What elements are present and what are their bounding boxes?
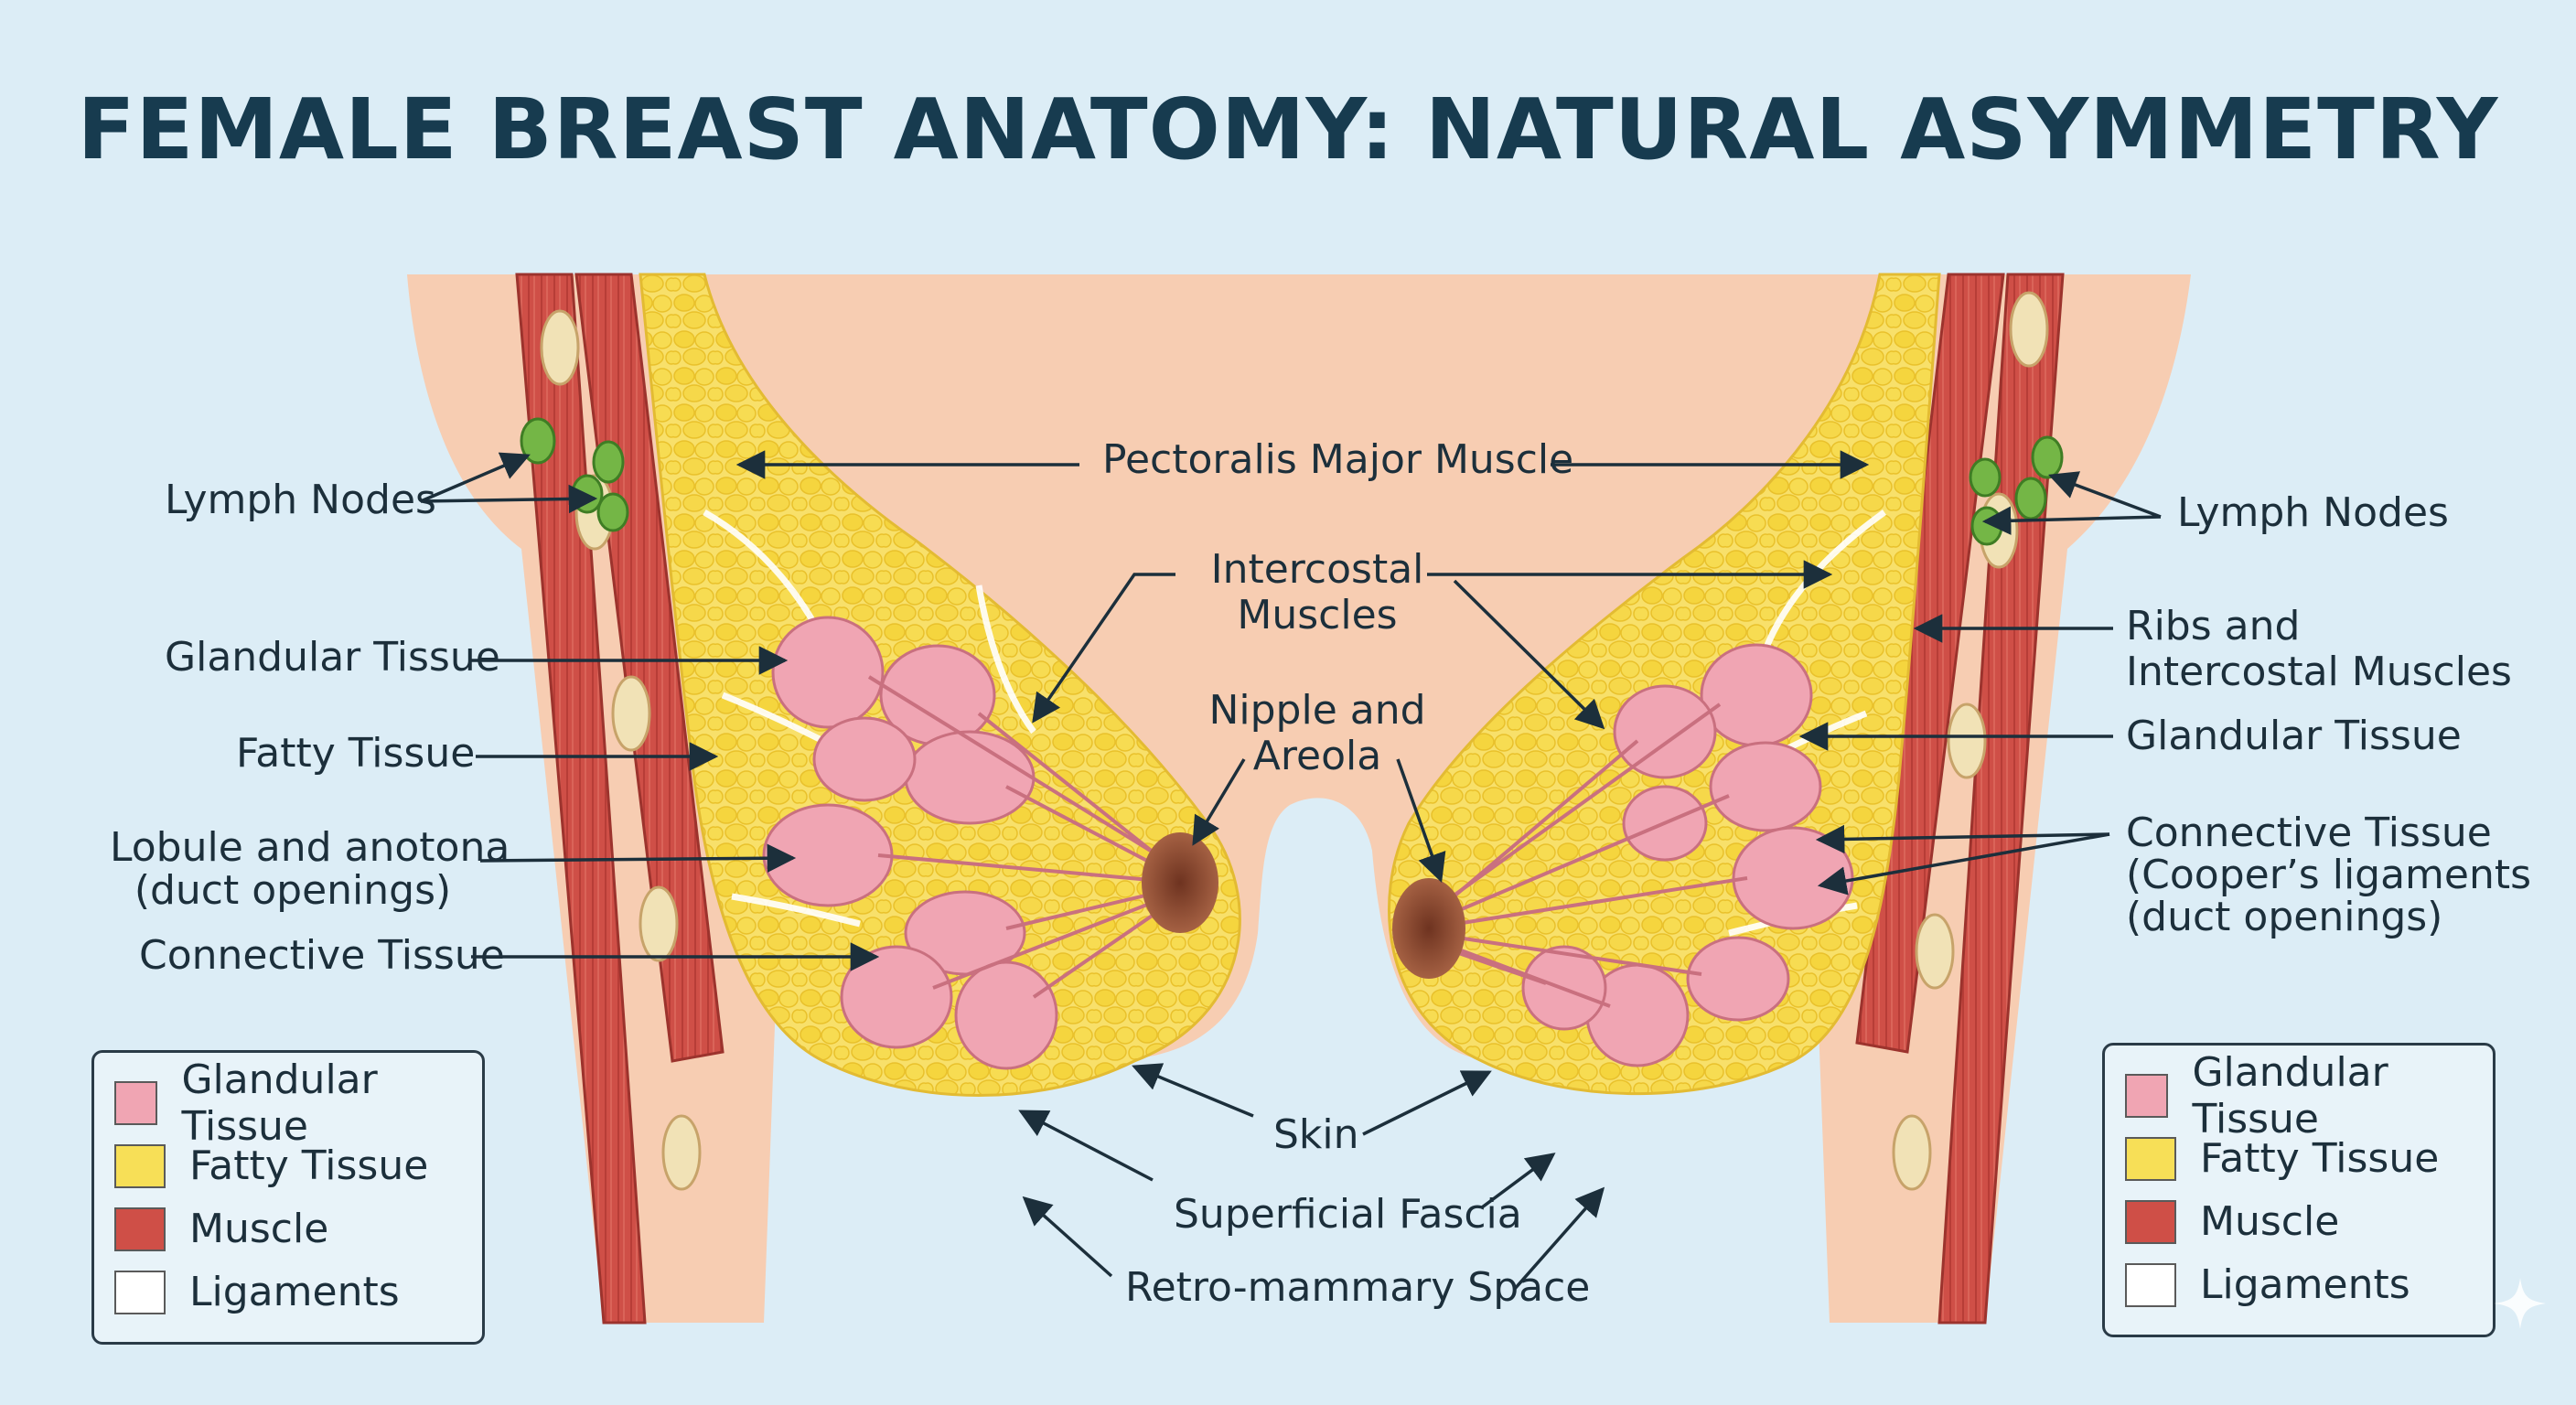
label-right-connective-line3: (duct openings) (2126, 894, 2443, 940)
label-intercostal-line1: Intercostal (1210, 546, 1424, 593)
label-intercostal-line2: Muscles (1237, 592, 1398, 638)
legend-left: Glandular Tissue Fatty Tissue Muscle Lig… (91, 1050, 485, 1345)
sparkle-icon (2495, 1278, 2546, 1329)
label-nipple-line1: Nipple and (1208, 687, 1426, 734)
legend-left-label: Fatty Tissue (189, 1142, 429, 1189)
legend-right: Glandular Tissue Fatty Tissue Muscle Lig… (2102, 1043, 2496, 1337)
label-skin: Skin (1273, 1111, 1359, 1158)
right-nipple (1392, 878, 1465, 979)
label-left-lobule: Lobule and anotona (duct openings) (110, 824, 510, 914)
legend-right-item: Glandular Tissue (2125, 1049, 2473, 1142)
right-glandular-lobes (1521, 643, 1854, 1067)
leader-lines (420, 450, 2162, 1292)
legend-left-swatch-fatty (114, 1143, 166, 1188)
legend-right-label: Glandular Tissue (2192, 1048, 2388, 1142)
label-superficial-fascia: Superficial Fascia (1174, 1191, 1522, 1238)
legend-right-item: Fatty Tissue (2125, 1127, 2473, 1190)
legend-left-swatch-muscle (114, 1207, 166, 1251)
legend-right-swatch-muscle (2125, 1199, 2176, 1244)
legend-left-swatch-glandular (114, 1080, 158, 1125)
label-left-lymph-nodes: Lymph Nodes (165, 477, 436, 523)
legend-left-label: Muscle (189, 1206, 329, 1252)
legend-right-swatch-glandular (2125, 1073, 2169, 1118)
label-right-ribs-line1: Ribs and (2126, 603, 2301, 649)
label-right-connective-line1: Connective Tissue (2126, 810, 2492, 856)
label-right-lymph-nodes: Lymph Nodes (2177, 489, 2449, 536)
legend-left-label: Ligaments (189, 1269, 400, 1315)
label-right-ribs: Ribs and Intercostal Muscles (2126, 604, 2512, 695)
legend-left-item: Glandular Tissue (114, 1056, 462, 1150)
label-nipple-areola: Nipple and Areola (1180, 688, 1454, 779)
label-left-connective: Connective Tissue (139, 932, 505, 979)
legend-left-label: Glandular Tissue (181, 1056, 378, 1150)
label-pectoralis: Pectoralis Major Muscle (1102, 436, 1574, 483)
label-right-ribs-line2: Intercostal Muscles (2126, 649, 2512, 695)
legend-right-swatch-fatty (2125, 1136, 2176, 1181)
legend-left-item: Ligaments (114, 1260, 462, 1324)
label-left-lobule-line2: (duct openings) (134, 867, 452, 914)
label-left-fatty: Fatty Tissue (236, 730, 476, 777)
label-left-glandular: Glandular Tissue (165, 634, 500, 681)
legend-right-swatch-ligaments (2125, 1262, 2176, 1307)
label-right-glandular: Glandular Tissue (2126, 713, 2462, 759)
legend-right-item: Muscle (2125, 1190, 2473, 1253)
label-retro-mammary: Retro-mammary Space (1125, 1264, 1591, 1311)
left-nipple (1142, 832, 1218, 933)
legend-left-item: Fatty Tissue (114, 1134, 462, 1197)
label-right-connective-line2: (Cooper’s ligaments (2126, 852, 2532, 898)
legend-left-item: Muscle (114, 1197, 462, 1260)
legend-right-item: Ligaments (2125, 1253, 2473, 1316)
label-intercostal: Intercostal Muscles (1180, 547, 1454, 638)
left-glandular-lobes (762, 616, 1058, 1070)
legend-right-label: Muscle (2200, 1198, 2340, 1245)
label-nipple-line2: Areola (1252, 733, 1382, 779)
label-right-connective: Connective Tissue (Cooper’s ligaments (d… (2126, 812, 2531, 938)
label-left-lobule-line1: Lobule and anotona (110, 824, 510, 871)
legend-right-label: Ligaments (2200, 1261, 2410, 1308)
legend-left-swatch-ligaments (114, 1270, 166, 1314)
page-title: FEMALE BREAST ANATOMY: NATURAL ASYMMETRY (77, 80, 2499, 178)
left-breast (515, 273, 1241, 1325)
legend-right-label: Fatty Tissue (2200, 1135, 2440, 1182)
